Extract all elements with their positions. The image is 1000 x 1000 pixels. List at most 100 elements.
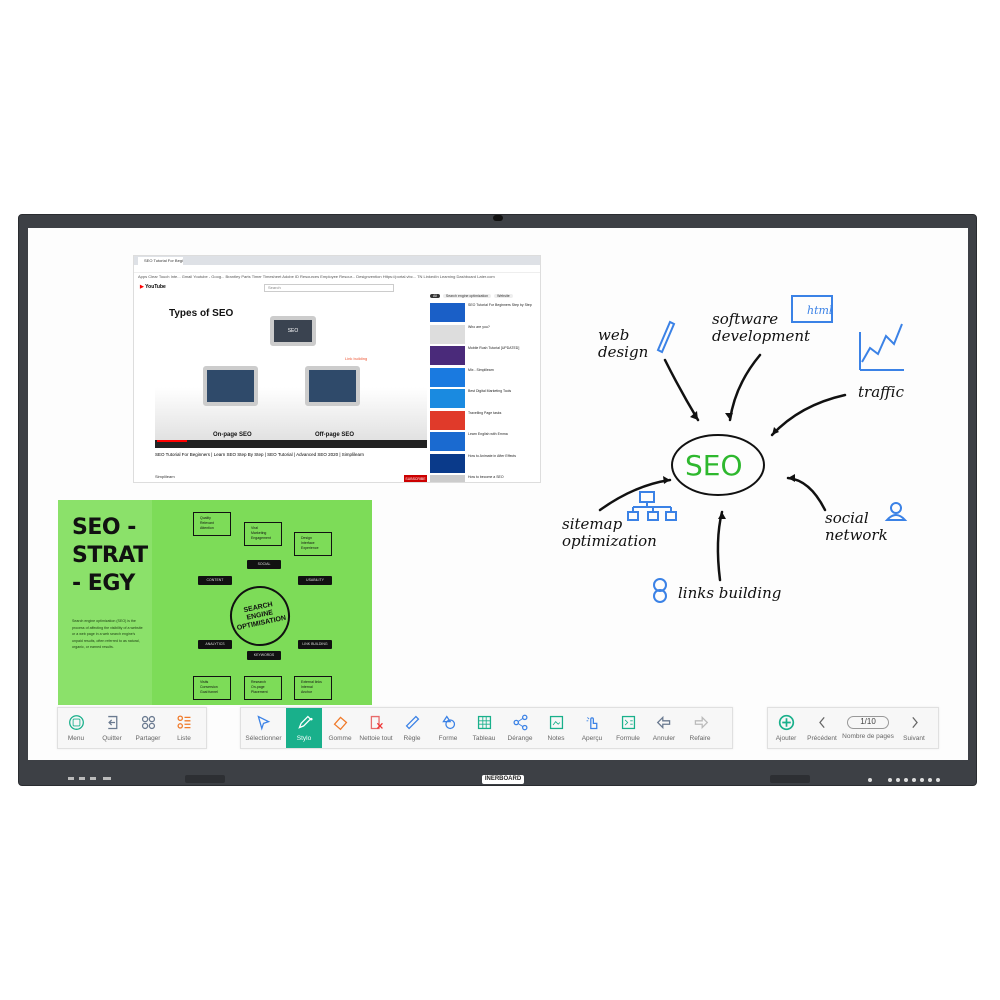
recommended-video[interactable]: How to Animate in After Effects: [430, 453, 540, 473]
video-title: SEO Tutorial For Beginners Step by Step: [468, 303, 532, 307]
menu-icon: [68, 715, 84, 730]
video-thumbnail: [430, 389, 465, 408]
node-web-design: web design: [598, 326, 649, 361]
hardware-button[interactable]: [928, 778, 932, 782]
hardware-button[interactable]: [868, 778, 872, 782]
seo-center: SEO: [685, 449, 743, 482]
search-input[interactable]: Search: [264, 284, 394, 292]
recommended-video[interactable]: Mix - Simplilearn: [430, 367, 540, 387]
seo-strategy-poster[interactable]: SEO - STRAT - EGY Search engine optimiza…: [58, 500, 372, 705]
poster-label: USABILITY: [298, 576, 332, 585]
tool-formula-button[interactable]: Formule: [610, 708, 646, 748]
next-page-button[interactable]: Suivant: [896, 708, 932, 748]
tool-eraser-button[interactable]: Gomme: [322, 708, 358, 748]
hardware-button[interactable]: [920, 778, 924, 782]
chip[interactable]: Search engine optimization: [442, 294, 492, 298]
tool-ruler-button[interactable]: Règle: [394, 708, 430, 748]
caption-offpage: Off-page SEO: [315, 432, 355, 438]
recommended-video[interactable]: SEO Tutorial For Beginners Step by Step: [430, 303, 540, 322]
arrow-web-design: [663, 358, 700, 422]
tool-label: Dérange: [507, 735, 533, 742]
hardware-button[interactable]: [896, 778, 900, 782]
tool-label: Notes: [547, 735, 565, 742]
tool-label: Forme: [438, 735, 458, 742]
hardware-button[interactable]: [912, 778, 916, 782]
tool-mindmap-button[interactable]: Dérange: [502, 708, 538, 748]
html-tag-text: html: [807, 304, 833, 317]
mind-map-drawing: html: [598, 295, 908, 603]
tool-hand-button[interactable]: Aperçu: [574, 708, 610, 748]
video-player[interactable]: Types of SEO SEO On-page SEO Off-page SE…: [155, 296, 427, 448]
hardware-button[interactable]: [936, 778, 940, 782]
recommended-video[interactable]: Who are you?: [430, 324, 540, 344]
chip[interactable]: Website: [494, 294, 513, 298]
tool-shape-button[interactable]: Forme: [430, 708, 466, 748]
video-controls[interactable]: [155, 440, 427, 448]
previous-page-button[interactable]: Précédent: [804, 708, 840, 748]
tool-list-button[interactable]: Liste: [166, 708, 202, 748]
tool-label: Stylo: [296, 735, 312, 742]
recommended-video[interactable]: Travelling Page tasks: [430, 410, 540, 430]
formula-icon: [621, 715, 635, 730]
html-tag-box: [791, 295, 833, 323]
node-traffic: traffic: [858, 383, 904, 401]
poster-title: SEO - STRAT - EGY: [72, 515, 148, 596]
add-page-button[interactable]: Ajouter: [768, 708, 804, 748]
tool-label: Aperçu: [581, 735, 603, 742]
cursor-icon: [257, 715, 271, 731]
hardware-button[interactable]: [904, 778, 908, 782]
tool-share-button[interactable]: Partager: [130, 708, 166, 748]
tool-cursor-button[interactable]: Sélectionner: [241, 708, 286, 748]
speaker-grille: [770, 775, 810, 783]
tool-label: Quitter: [102, 735, 122, 742]
video-thumbnail: [430, 367, 465, 387]
mind-map[interactable]: html SEO web design software development…: [540, 280, 960, 620]
poster-label: ANALYTICS: [198, 640, 232, 649]
video-title: Best Digital Marketing Tools: [468, 389, 512, 393]
table-icon: [477, 715, 491, 730]
video-title: Mobile Rush Tutorial [UPDATED]: [468, 346, 520, 350]
chip[interactable]: All: [430, 294, 440, 298]
hardware-button[interactable]: [888, 778, 892, 782]
arrow-social: [786, 476, 827, 512]
tool-label: Menu: [67, 735, 85, 742]
video-thumbnail: [430, 324, 465, 344]
recommended-video[interactable]: How to become a SEO: [430, 475, 540, 482]
ruler-icon: [405, 715, 419, 730]
tool-clear-all-button[interactable]: Nettoie tout: [358, 708, 394, 748]
address-bar[interactable]: [134, 265, 540, 273]
progress-bar[interactable]: [157, 440, 187, 442]
channel-name[interactable]: Simplilearn: [155, 474, 175, 479]
tool-menu-button[interactable]: Menu: [58, 708, 94, 748]
tool-undo-button[interactable]: Annuler: [646, 708, 682, 748]
tool-notes-button[interactable]: Notes: [538, 708, 574, 748]
chevron-right-icon: [911, 716, 918, 729]
recommended-video[interactable]: Learn English with Emma: [430, 432, 540, 451]
tool-redo-button[interactable]: Refaire: [682, 708, 718, 748]
recommended-video[interactable]: Best Digital Marketing Tools: [430, 389, 540, 408]
browser-window[interactable]: SEO Tutorial For Beginners Apps Clear To…: [133, 255, 541, 483]
monitor-offpage: [305, 366, 360, 406]
video-title: Who are you?: [468, 324, 490, 329]
video-thumbnail: [430, 410, 465, 430]
tool-exit-button[interactable]: Quitter: [94, 708, 130, 748]
tool-label: Formule: [616, 735, 640, 742]
browser-tab[interactable]: SEO Tutorial For Beginners: [138, 257, 183, 265]
recommended-video[interactable]: Mobile Rush Tutorial [UPDATED]: [430, 346, 540, 365]
video-title: How to become a SEO: [468, 475, 504, 479]
pencil-icon: [656, 320, 676, 354]
bookmarks-bar[interactable]: Apps Clear Touch Inte... Gmail Youtube -…: [134, 273, 540, 281]
subscribe-button[interactable]: SUBSCRIBE: [404, 475, 427, 482]
monitor-onpage: [203, 366, 258, 406]
tool-pen-button[interactable]: Stylo: [286, 708, 322, 748]
slide-title: Types of SEO: [169, 308, 234, 319]
traffic-chart-icon: [859, 323, 904, 371]
eraser-icon: [333, 716, 347, 731]
poster-body: Search engine optimization (SEO) is the …: [72, 619, 143, 649]
youtube-logo[interactable]: ▶ YouTube: [140, 283, 166, 290]
node-links-building: links building: [678, 584, 782, 602]
mindmap-icon: [512, 714, 528, 731]
tool-table-button[interactable]: Tableau: [466, 708, 502, 748]
